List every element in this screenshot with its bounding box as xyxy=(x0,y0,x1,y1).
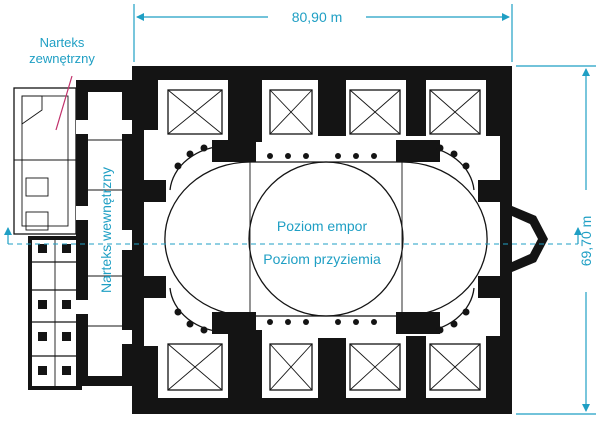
outer-narthex-label-line2: zewnętrzny xyxy=(29,51,95,66)
ground-level-label: Poziom przyziemia xyxy=(263,251,381,267)
inner-narthex-label: Narteks wewnętrzny xyxy=(98,167,114,293)
length-dimension: 80,90 m xyxy=(133,4,513,62)
south-aisle-bays xyxy=(167,343,481,391)
north-aisle-bays xyxy=(167,89,481,135)
main-hall-walls xyxy=(132,66,512,414)
outer-narthex-label-line1: Narteks xyxy=(40,35,85,50)
section-line xyxy=(4,227,582,245)
outer-narthex xyxy=(13,87,77,235)
apse xyxy=(512,206,548,272)
gallery-level-label: Poziom empor xyxy=(277,218,368,234)
width-label: 69,70 m xyxy=(578,216,594,267)
outer-narthex-leader xyxy=(55,75,73,131)
width-dimension: 69,70 m xyxy=(516,65,596,415)
lower-left-rooms xyxy=(28,236,82,390)
nave xyxy=(164,161,488,317)
inner-narthex xyxy=(76,80,132,386)
exedra-colonnades xyxy=(169,144,475,334)
length-label: 80,90 m xyxy=(292,9,343,25)
